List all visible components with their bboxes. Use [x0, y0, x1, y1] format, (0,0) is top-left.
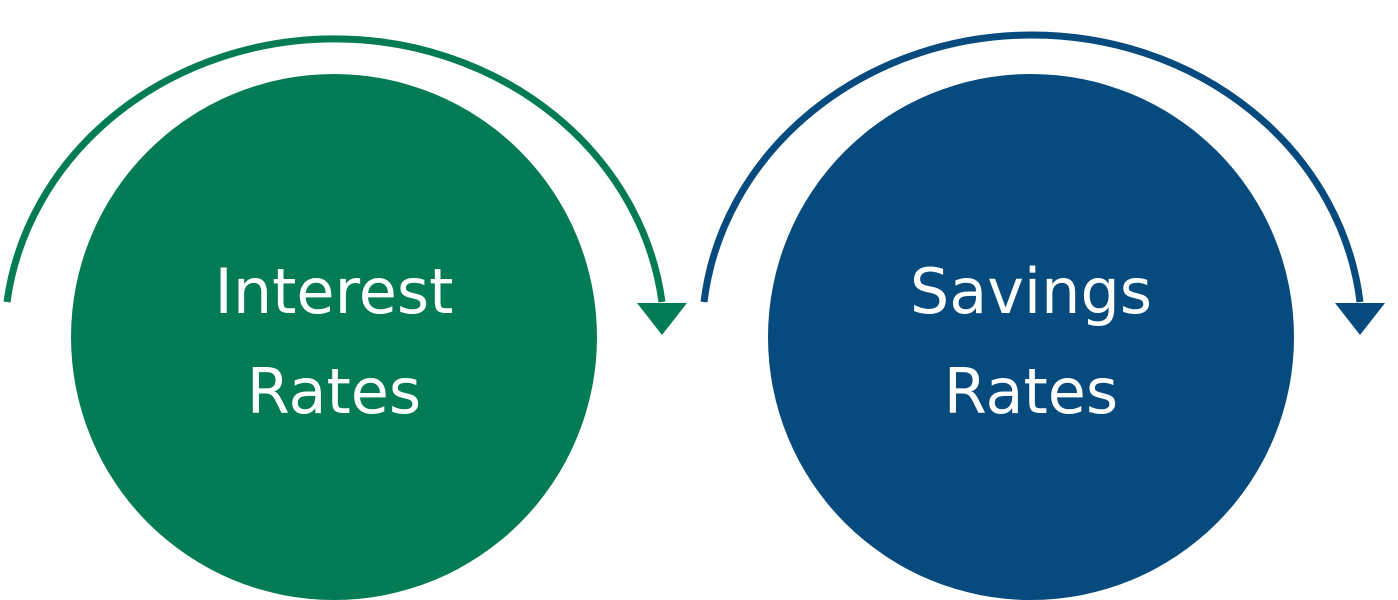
- savings-rates-label-line2: Rates: [944, 355, 1118, 428]
- savings-rates-arc-arrow: [700, 31, 1385, 335]
- savings-arrowhead: [1335, 303, 1385, 335]
- savings-rates-circle: [768, 74, 1294, 600]
- interest-rates-label-line1: Interest: [215, 255, 454, 328]
- interest-arc: [3, 35, 666, 303]
- savings-rates-label-line1: Savings: [910, 255, 1152, 328]
- interest-arrowhead: [637, 303, 687, 335]
- savings-rates-node: Savings Rates: [768, 74, 1294, 600]
- interest-rates-node: Interest Rates: [71, 74, 597, 600]
- interest-rates-circle: [71, 74, 597, 600]
- savings-arc: [700, 31, 1364, 303]
- interest-rates-arc-arrow: [3, 35, 687, 335]
- interest-rates-label-line2: Rates: [247, 355, 421, 428]
